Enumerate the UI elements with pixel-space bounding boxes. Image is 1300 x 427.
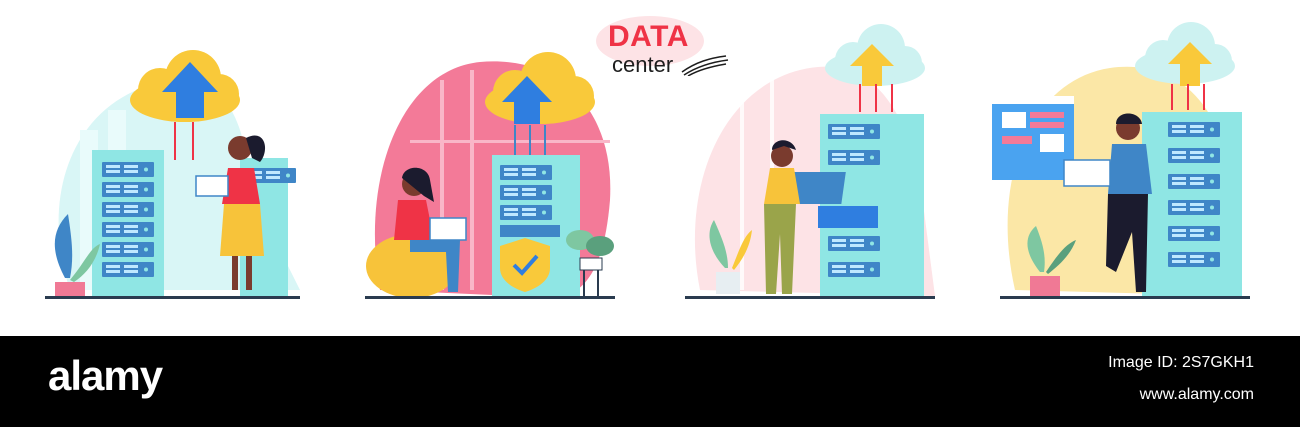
plant-icon <box>1027 226 1076 296</box>
title-sub: center <box>612 52 674 77</box>
title-blob <box>596 16 704 66</box>
person-woman-terminal <box>764 140 800 294</box>
cloud-upload-icon <box>485 52 595 124</box>
illustration: DATA center <box>45 14 1250 299</box>
scene-man-laptop-browser <box>992 22 1250 299</box>
plant-icon <box>54 214 100 296</box>
image-url: www.alamy.com <box>1139 386 1254 403</box>
server-rack-icon <box>1142 112 1242 296</box>
cloud-upload-icon <box>1135 22 1235 86</box>
server-rack-icon <box>92 150 164 296</box>
scenes-artwork <box>45 22 1250 299</box>
browser-window-icon <box>992 96 1074 180</box>
scene-woman-beanbag-laptop <box>365 52 615 299</box>
image-id: Image ID: 2S7GKH1 <box>1108 354 1254 371</box>
shield-check-icon <box>500 238 550 292</box>
cloud-upload-icon <box>825 24 925 86</box>
brand-logo: alamy <box>48 352 163 399</box>
scene-woman-standing-laptop <box>45 50 300 299</box>
server-rack-icon <box>786 114 924 296</box>
person-woman-standing <box>195 135 266 290</box>
scene-woman-server-terminal <box>685 24 935 299</box>
plant-icon <box>709 220 752 294</box>
title-block: DATA center <box>596 14 746 77</box>
title-main: DATA <box>608 20 689 53</box>
title-swoosh-icon <box>681 55 729 76</box>
person-man-laptop <box>1063 113 1152 292</box>
watermark-footer: alamy Image ID: 2S7GKH1 www.alamy.com <box>0 336 1300 427</box>
plant-icon <box>566 230 614 296</box>
cloud-upload-icon <box>130 50 240 122</box>
person-woman-beanbag <box>366 167 467 298</box>
